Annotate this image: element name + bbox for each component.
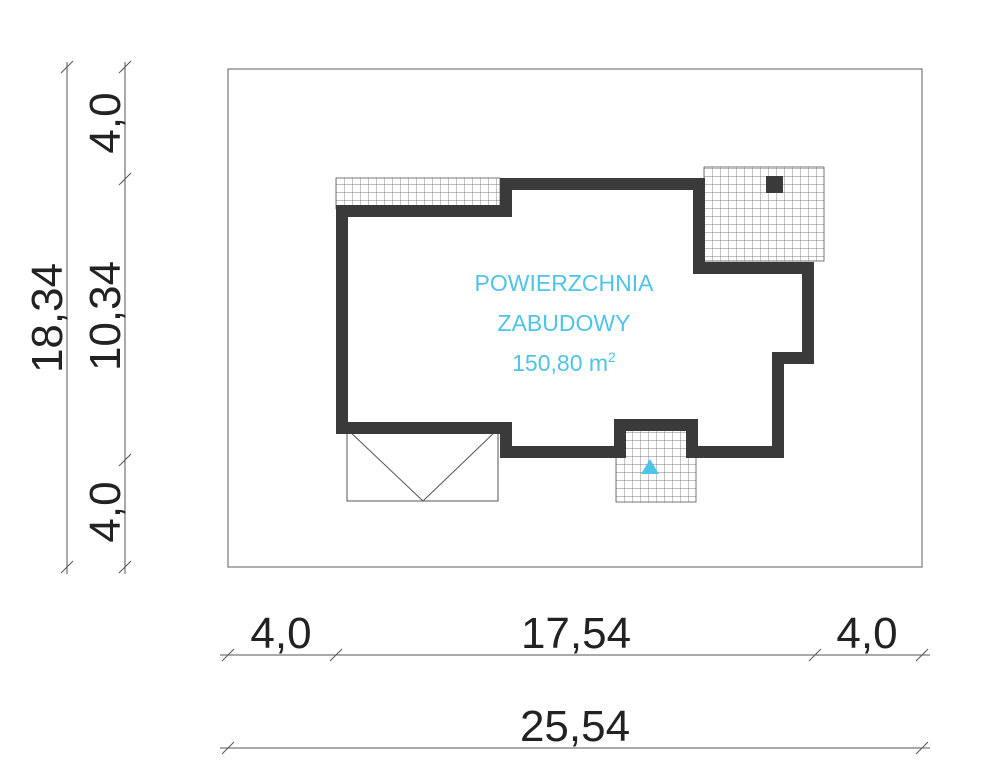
terrace-top-right (703, 166, 825, 262)
dim-vertical-bottom: 4,0 (81, 481, 130, 542)
area-value: 150,80 m (512, 350, 608, 376)
dim-vertical-top: 4,0 (81, 92, 130, 153)
dim-horizontal-right: 4,0 (836, 609, 897, 658)
vertical-dimension-lines (60, 60, 132, 574)
dim-horizontal-building: 17,54 (521, 609, 631, 658)
area-unit-superscript: 2 (608, 349, 616, 365)
dim-vertical-total: 18,34 (23, 263, 72, 373)
dim-horizontal-total: 25,54 (520, 702, 630, 751)
canopy (346, 428, 499, 502)
dim-vertical-building: 10,34 (81, 261, 130, 371)
entrance-platform (615, 427, 697, 503)
square-icon (766, 176, 783, 193)
area-label-line1: POWIERZCHNIA (475, 270, 655, 296)
building-outline (336, 178, 814, 458)
horizontal-dimension-lines (220, 648, 930, 755)
area-label-line2: ZABUDOWY (498, 310, 631, 336)
triangle-up-icon (641, 459, 659, 474)
dim-horizontal-left: 4,0 (250, 609, 311, 658)
terrace-top-left (335, 177, 501, 210)
plot-boundary (227, 68, 923, 568)
area-label-value: 150,80 m2 (512, 349, 616, 376)
